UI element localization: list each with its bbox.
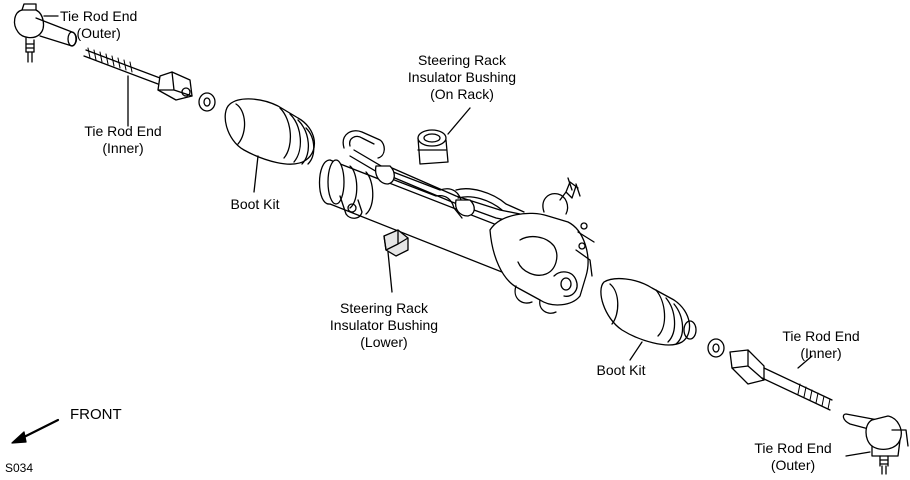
label-boot-kit-left: Boot Kit xyxy=(230,196,280,212)
washer-right xyxy=(707,338,725,358)
steering-rack-housing xyxy=(318,130,595,314)
label-insulator-bushing-lower: Steering Rack Insulator Bushing (Lower) xyxy=(329,300,439,350)
label-boot-kit-right: Boot Kit xyxy=(596,362,646,378)
label-tie-rod-end-outer-right: Tie Rod End (Outer) xyxy=(754,440,832,473)
front-direction-arrow xyxy=(11,418,60,444)
tie-rod-end-outer-left-part xyxy=(13,3,78,63)
leader-line xyxy=(797,355,813,369)
insulator-bushing-on-rack-part xyxy=(417,129,449,165)
leader-line xyxy=(629,341,643,361)
boot-kit-right-part xyxy=(600,277,697,346)
tie-rod-end-inner-right-part xyxy=(729,349,833,411)
label-tie-rod-end-outer-left: Tie Rod End (Outer) xyxy=(60,8,138,41)
tie-rod-end-inner-left-part xyxy=(83,47,193,101)
washer-left xyxy=(198,92,216,112)
leader-line xyxy=(253,155,259,193)
label-tie-rod-end-inner-right: Tie Rod End (Inner) xyxy=(782,328,860,361)
leader-line xyxy=(447,107,471,135)
boot-kit-left-part xyxy=(224,98,316,165)
front-direction-label: FRONT xyxy=(70,406,122,423)
label-insulator-bushing-on-rack: Steering Rack Insulator Bushing (On Rack… xyxy=(407,52,517,102)
insulator-bushing-lower-part xyxy=(383,229,409,257)
label-tie-rod-end-inner-left: Tie Rod End (Inner) xyxy=(84,123,162,156)
figure-code: S034 xyxy=(5,461,34,475)
leader-line xyxy=(845,451,871,457)
tie-rod-end-outer-right-part xyxy=(842,413,909,475)
leader-line xyxy=(387,251,393,293)
